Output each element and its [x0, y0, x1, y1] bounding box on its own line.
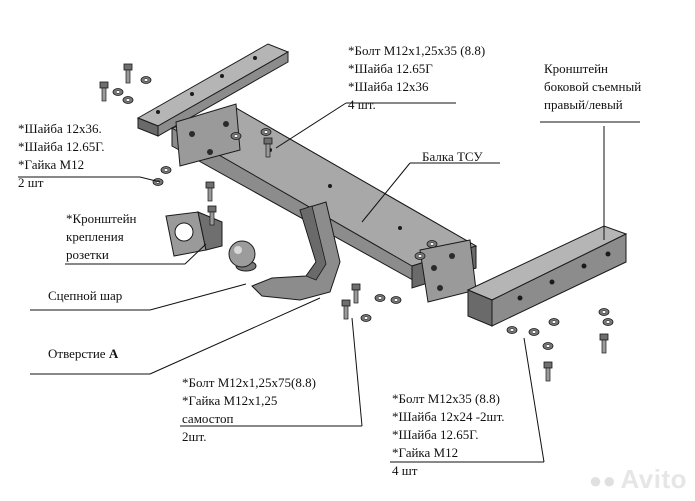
avito-watermark: ●●Avito — [589, 464, 687, 495]
label-line: *Гайка М12 — [18, 157, 85, 172]
label-line: *Шайба 12.65Г. — [392, 427, 479, 442]
label-line: *Болт М12х1,25х35 (8.8) — [348, 43, 486, 58]
label-line: *Шайба 12.65Г. — [18, 139, 105, 154]
tow-beam — [170, 103, 478, 303]
watermark-text: Avito — [620, 464, 687, 494]
label-hole-prefix: Отверстие — [48, 346, 109, 361]
label-line: *Болт М12х1,25х75(8.8) — [182, 375, 316, 390]
label-line: 4 шт — [392, 463, 418, 478]
label-bolt-35: *Болт М12х35 (8.8) *Шайба 12х24 -2шт. *Ш… — [392, 390, 505, 480]
label-line: 2 шт — [18, 175, 44, 190]
avito-logo-icon: ●● — [588, 468, 617, 493]
label-line: крепления — [66, 229, 124, 244]
label-hole-letter: А — [108, 346, 119, 361]
label-bolt-75: *Болт М12х1,25х75(8.8) *Гайка М12х1,25 с… — [182, 374, 316, 446]
label-ball: Сцепной шар — [48, 288, 123, 303]
fasteners-top-left — [99, 63, 152, 104]
label-line: *Шайба 12х24 -2шт. — [392, 409, 505, 424]
label-line: розетки — [66, 247, 109, 262]
label-line: самостоп — [182, 411, 234, 426]
label-socket-bracket: *Кронштейн крепления розетки — [66, 210, 137, 264]
label-line: правый/левый — [544, 97, 623, 112]
label-line: Кронштейн — [544, 61, 609, 76]
label-line: 2шт. — [182, 429, 207, 444]
label-washers-left: *Шайба 12х36. *Шайба 12.65Г. *Гайка М12 … — [18, 120, 105, 192]
label-line: *Кронштейн — [66, 211, 137, 226]
label-beam: Балка ТСУ — [422, 149, 483, 164]
label-hole: Отверстие А — [48, 345, 118, 363]
right-side-bracket — [466, 225, 628, 327]
label-line: боковой съемный — [544, 79, 642, 94]
label-line: *Болт М12х35 (8.8) — [392, 391, 500, 406]
label-line: *Гайка М12х1,25 — [182, 393, 278, 408]
leader-lines — [18, 102, 640, 463]
tow-hook — [228, 201, 341, 301]
label-line: *Шайба 12.65Г — [348, 61, 433, 76]
label-bolt-top: *Болт М12х1,25х35 (8.8) *Шайба 12.65Г *Ш… — [348, 42, 485, 114]
label-bracket-side: Кронштейн боковой съемный правый/левый — [544, 60, 641, 114]
label-line: 4 шт. — [348, 97, 376, 112]
top-side-bracket — [136, 43, 290, 137]
label-line: *Гайка М12 — [392, 445, 459, 460]
label-line: *Шайба 12х36 — [348, 79, 429, 94]
socket-bracket — [165, 211, 223, 257]
label-line: *Шайба 12х36. — [18, 121, 102, 136]
